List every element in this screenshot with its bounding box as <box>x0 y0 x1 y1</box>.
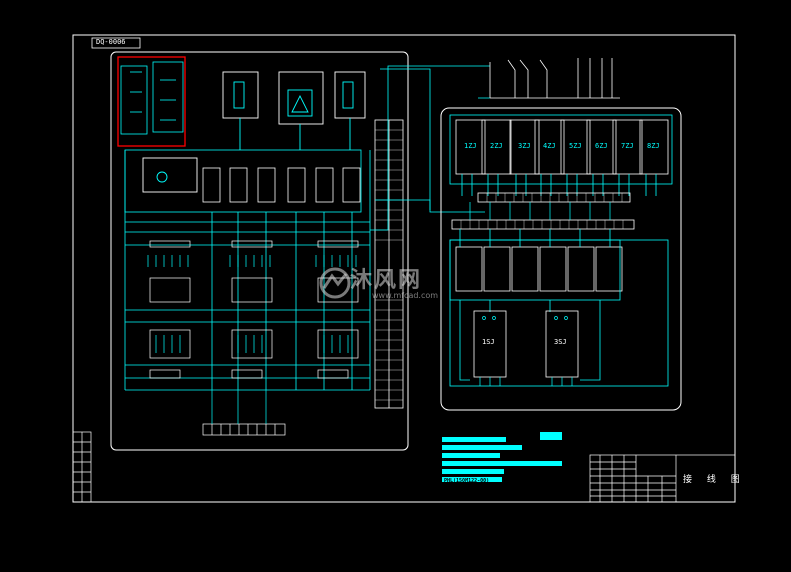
relay-label: 4ZJ <box>543 142 556 150</box>
relay-label: 5ZJ <box>569 142 582 150</box>
drawing-code-box <box>91 37 141 49</box>
right-panel <box>440 107 682 411</box>
relay-label: 6ZJ <box>595 142 608 150</box>
drawing-code: DQ-0006 <box>96 38 126 46</box>
title-block <box>589 454 736 503</box>
red-box <box>117 56 186 147</box>
relay-label: 2ZJ <box>490 142 503 150</box>
watermark-url: www.mfcad.com <box>372 291 439 300</box>
mfcad-logo-icon <box>319 267 351 299</box>
relay-label: 1ZJ <box>464 142 477 150</box>
timer-label: 1SJ <box>482 338 495 346</box>
note-text: PHL(150M122-00) <box>444 478 490 484</box>
relay-label: 8ZJ <box>647 142 660 150</box>
relay-label: 3ZJ <box>518 142 531 150</box>
timer-label: 3SJ <box>554 338 567 346</box>
left-strip <box>72 431 92 503</box>
watermark-brand: 沐风网 <box>350 268 423 293</box>
relay-label: 7ZJ <box>621 142 634 150</box>
left-panel <box>110 51 409 451</box>
sheet-border <box>72 34 736 503</box>
drawing-title: 接 线 图 <box>683 475 746 485</box>
